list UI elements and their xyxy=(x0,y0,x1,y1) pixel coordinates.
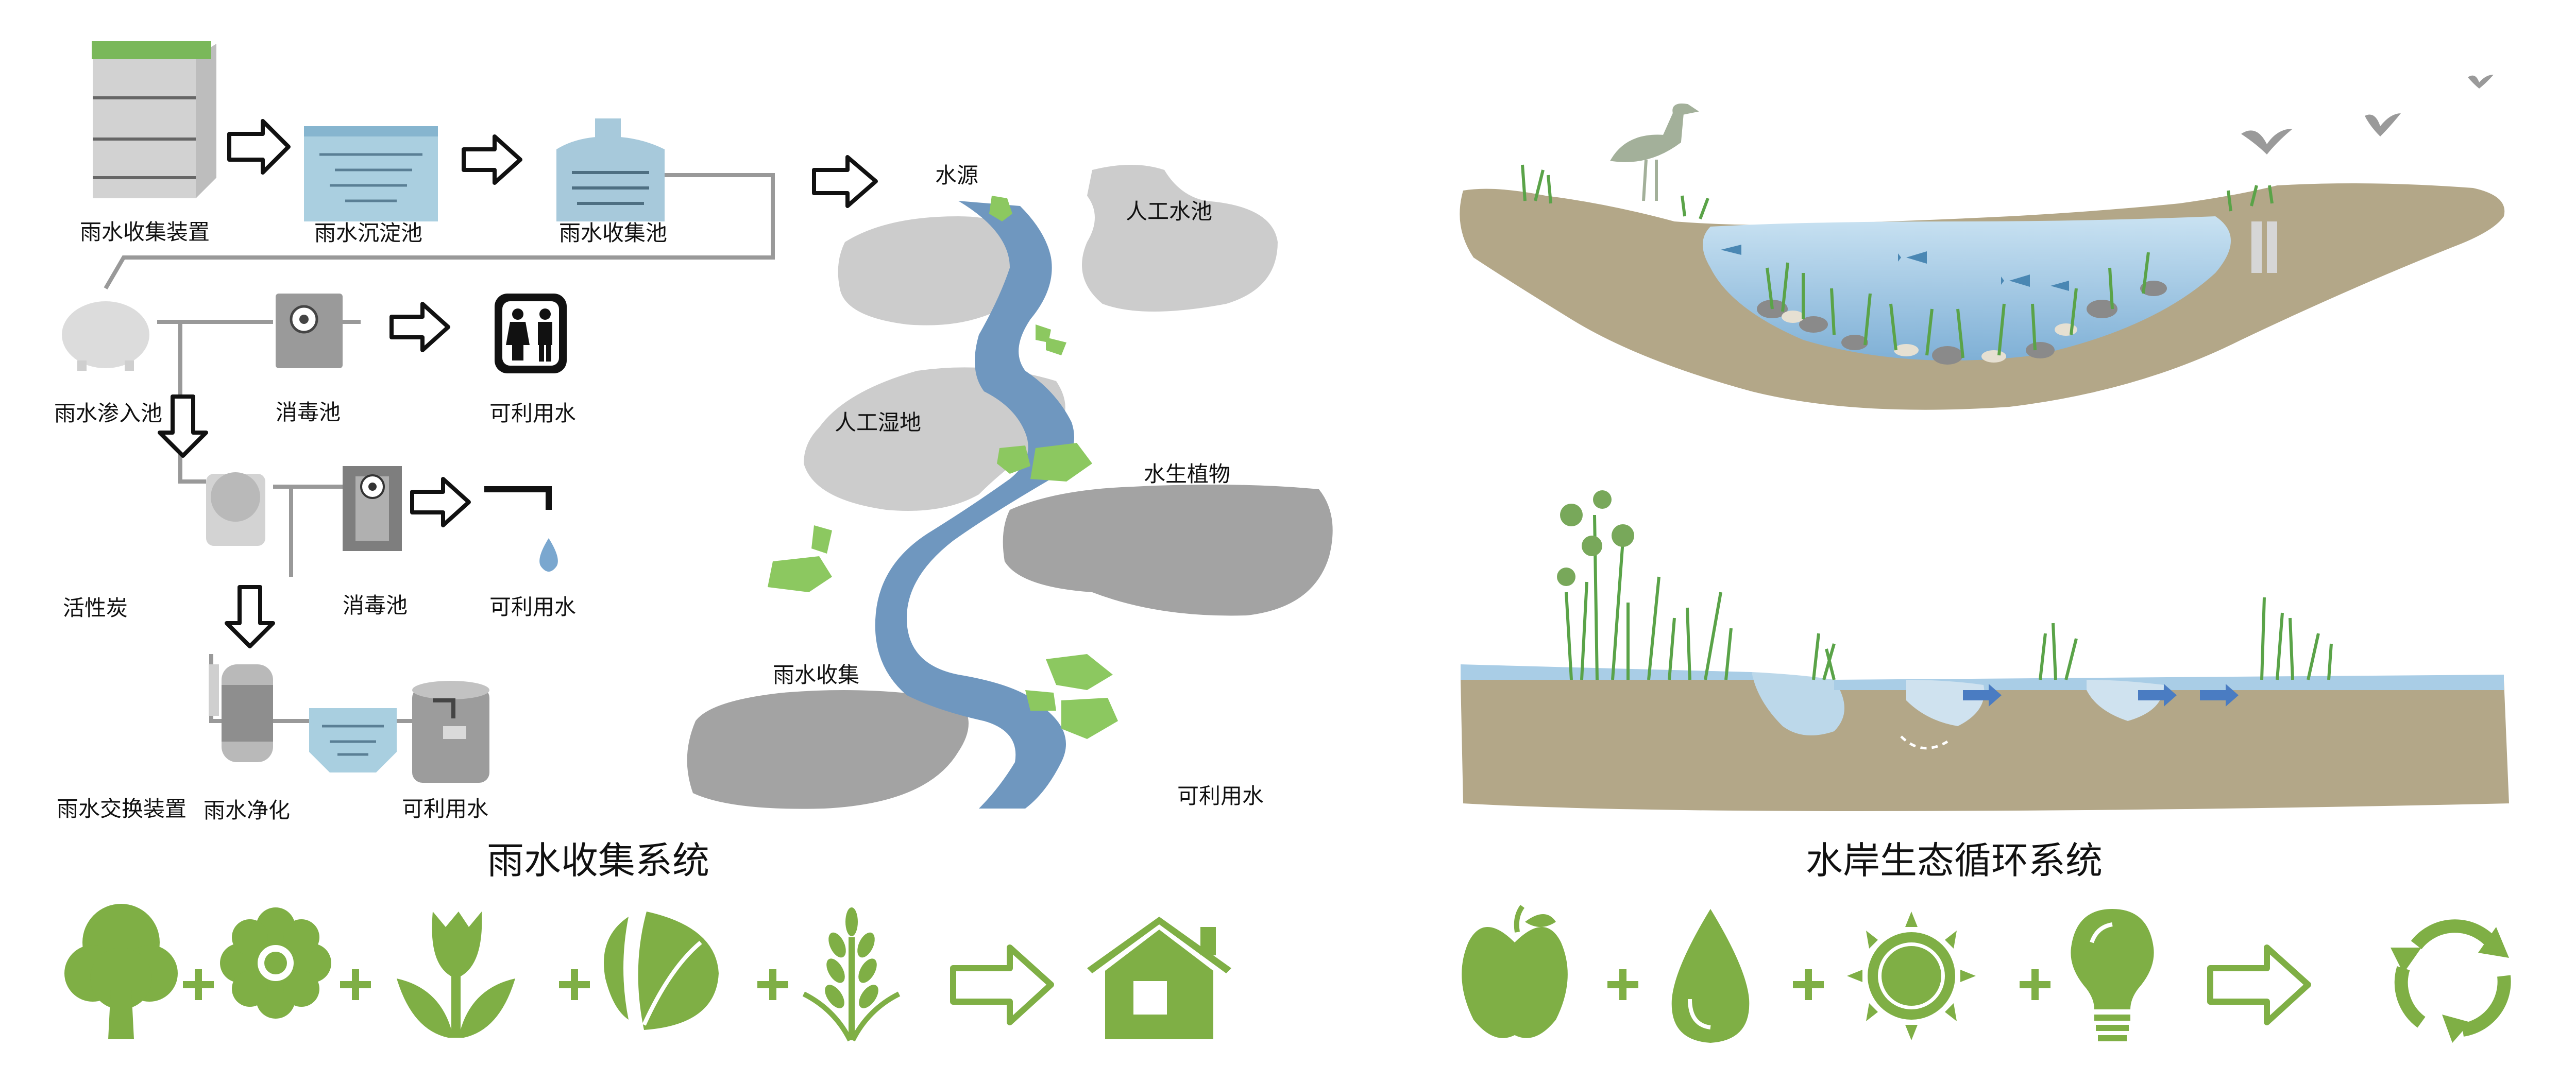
label-collection-device: 雨水收集装置 xyxy=(80,219,210,245)
arrow-icon-5 xyxy=(410,477,471,527)
flower-icon xyxy=(220,907,331,1019)
heron-icon xyxy=(1610,104,1699,201)
exchange-device-icon xyxy=(209,664,273,762)
land-mass-1 xyxy=(838,216,1026,325)
green-patch xyxy=(1030,443,1092,482)
green-patch xyxy=(1061,698,1118,739)
disinfection-tank-icon-1 xyxy=(276,294,343,368)
bird-icon xyxy=(2365,113,2401,136)
label-usable-water-1: 可利用水 xyxy=(489,401,577,426)
arrow-down-icon-1 xyxy=(158,394,208,458)
collection-pool-icon xyxy=(556,118,665,221)
map-label-rain-collection: 雨水收集 xyxy=(773,662,860,688)
purification-icon xyxy=(309,708,397,772)
green-patch xyxy=(989,196,1012,221)
map-label-artificial-wetland: 人工湿地 xyxy=(835,410,922,435)
arrow-icon-3 xyxy=(812,155,878,208)
leaf-icon xyxy=(604,912,719,1030)
land-mass-3 xyxy=(804,367,1065,511)
river-map xyxy=(687,165,1333,809)
label-usable-water-2: 可利用水 xyxy=(489,594,577,620)
sediment-tank-icon xyxy=(304,126,438,221)
plus-icon xyxy=(1793,969,1824,1000)
map-label-aquatic-plants: 水生植物 xyxy=(1144,461,1231,487)
house-icon xyxy=(1087,917,1231,1039)
plus-icon xyxy=(559,969,590,1000)
green-patch xyxy=(811,525,832,554)
label-usable-water-3: 可利用水 xyxy=(402,796,489,821)
bird-icon xyxy=(2468,75,2494,89)
disinfection-tank-icon-2 xyxy=(343,466,402,551)
bird-icon xyxy=(2241,129,2293,154)
label-disinfection-2: 消毒池 xyxy=(343,593,408,618)
plus-icon xyxy=(183,969,214,1000)
arrow-icon-1 xyxy=(227,119,291,175)
map-label-artificial-pond: 人工水池 xyxy=(1126,199,1213,224)
tulip-icon xyxy=(397,912,515,1038)
collection-device-icon xyxy=(92,41,216,198)
light-bulb-icon xyxy=(2071,909,2154,1041)
sun-icon xyxy=(1847,912,1976,1040)
apple-icon xyxy=(1462,905,1568,1038)
waterfront-system-title: 水岸生态循环系统 xyxy=(1806,839,2103,882)
label-exchange-device: 雨水交换装置 xyxy=(57,796,187,821)
plus-icon xyxy=(340,969,371,1000)
green-patch xyxy=(768,556,832,592)
recycle-icon xyxy=(2394,919,2511,1037)
map-label-usable-water: 可利用水 xyxy=(1177,783,1264,809)
label-sediment-tank: 雨水沉淀池 xyxy=(314,220,423,246)
faucet-icon xyxy=(484,486,558,572)
water-tank-icon xyxy=(412,681,489,783)
river xyxy=(875,201,1074,809)
arrow-icon-2 xyxy=(462,134,522,185)
label-collection-pool: 雨水收集池 xyxy=(559,220,668,246)
tree-icon xyxy=(64,904,178,1039)
rain-system-title: 雨水收集系统 xyxy=(487,839,710,882)
arrow-down-icon-2 xyxy=(225,585,275,648)
green-patch xyxy=(997,445,1030,474)
label-infiltration-pool: 雨水渗入池 xyxy=(54,401,163,426)
infiltration-pool-icon xyxy=(62,301,149,371)
plus-icon xyxy=(757,969,788,1000)
water-drop-icon xyxy=(1671,909,1750,1043)
land-mass-5 xyxy=(687,690,969,809)
plus-icon xyxy=(1607,969,1638,1000)
activated-carbon-icon xyxy=(206,472,265,546)
restroom-icon xyxy=(495,294,567,373)
result-arrow-icon-right xyxy=(2207,944,2311,1025)
label-disinfection-1: 消毒池 xyxy=(276,400,341,425)
land-mass-2 xyxy=(1082,165,1278,312)
wetland-cross-section xyxy=(1461,490,2509,811)
map-label-water-source: 水源 xyxy=(935,163,979,188)
result-arrow-icon-left xyxy=(950,944,1054,1025)
green-patch xyxy=(1025,690,1056,711)
pond-cross-section xyxy=(1460,75,2505,410)
arrow-icon-4 xyxy=(389,302,450,352)
plus-icon xyxy=(2020,969,2050,1000)
green-patch xyxy=(1046,337,1066,355)
green-patch xyxy=(1046,654,1113,690)
label-activated-carbon: 活性炭 xyxy=(63,595,128,621)
label-purification: 雨水净化 xyxy=(204,798,291,823)
land-mass-4 xyxy=(1003,485,1333,616)
wheat-icon xyxy=(802,907,901,1042)
